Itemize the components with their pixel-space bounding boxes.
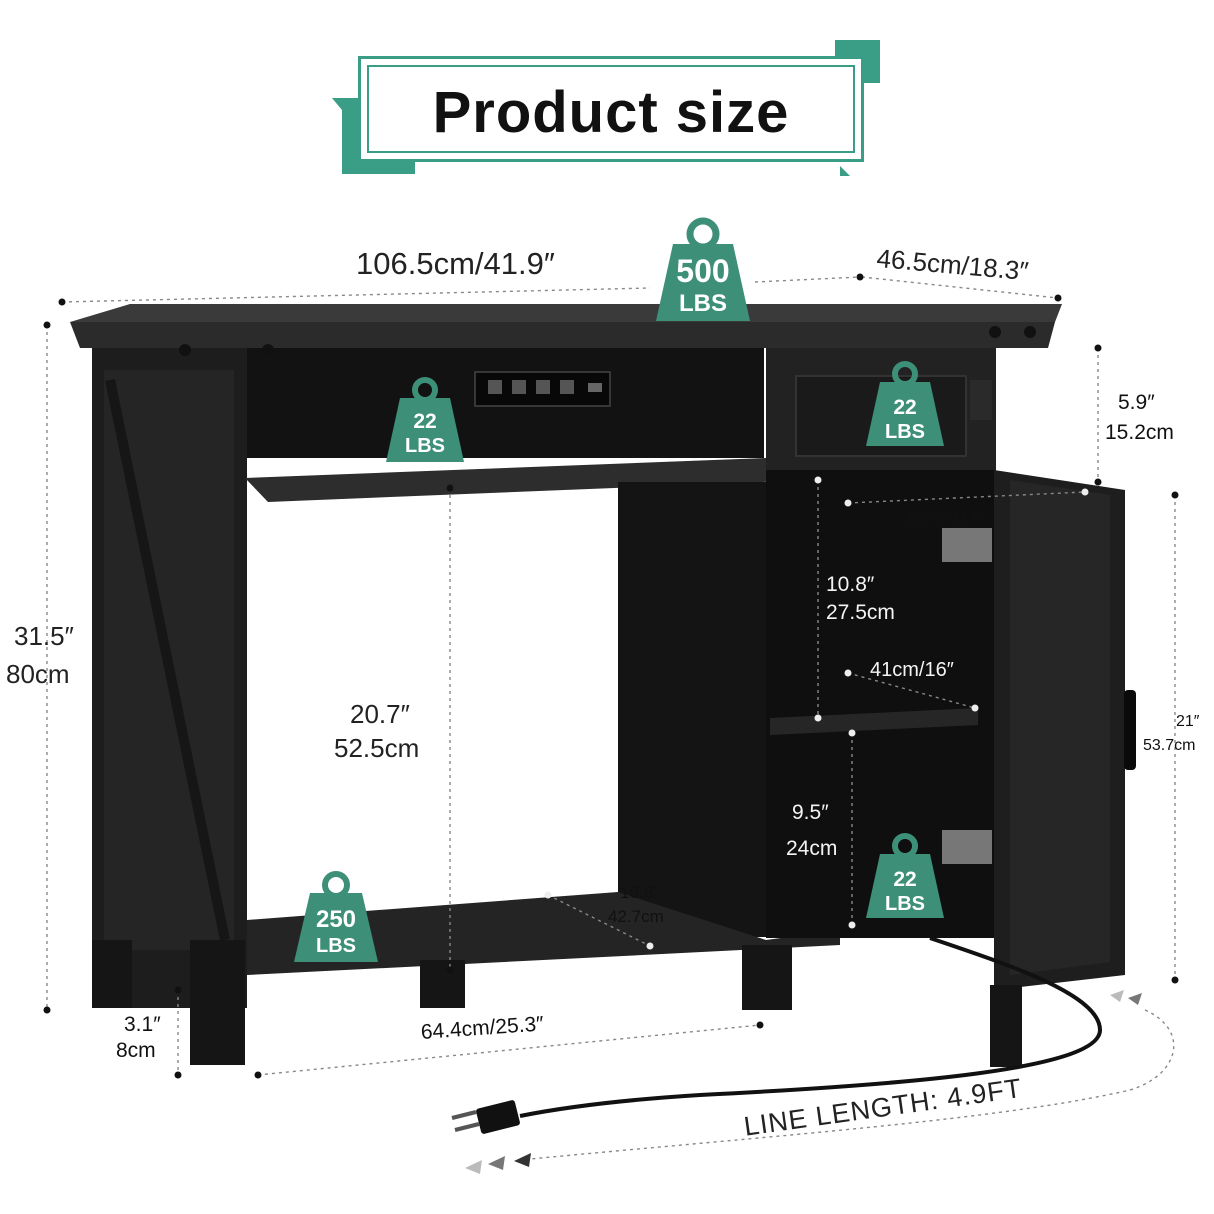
load-badge-shelf-unit: LBS [405, 435, 445, 457]
load-badge-drawer: 22 LBS [866, 361, 944, 446]
page-title: Product size [432, 80, 790, 145]
open-height-label-cm: 52.5cm [334, 733, 420, 763]
load-badge-shelf-value: 22 [413, 410, 436, 433]
width-label: 106.5cm/41.9″ [356, 246, 555, 281]
shelf-depth-label-in: 16.8″ [620, 883, 660, 902]
load-badge-drawer-unit: LBS [885, 421, 925, 443]
cabinet-depth-label: 41cm/16″ [870, 659, 954, 681]
bottom-shelf [247, 892, 840, 975]
door-height-label-cm: 53.7cm [1143, 737, 1196, 754]
load-badge-drawer-value: 22 [893, 396, 916, 419]
cabinet-shelf [770, 708, 978, 735]
load-badge-top: 500 LBS [656, 217, 750, 321]
load-badge-shelf: 22 LBS [386, 377, 464, 462]
load-badge-cabinet-unit: LBS [885, 893, 925, 915]
door-height-label-in: 21″ [1176, 713, 1200, 730]
load-badge-cabinet: 22 LBS [866, 833, 944, 918]
load-badge-bottom-unit: LBS [316, 935, 356, 957]
title-frame: Product size [358, 56, 864, 162]
leg-height-label-in: 3.1″ [124, 1013, 161, 1036]
lower-cabinet-label-cm: 24cm [786, 837, 838, 860]
open-height-label-in: 20.7″ [350, 699, 410, 729]
load-badge-bottom: 250 LBS [294, 871, 378, 962]
load-badge-top-value: 500 [676, 253, 729, 289]
leg-height-label-cm: 8cm [116, 1039, 156, 1062]
center-divider [618, 482, 766, 937]
drawer-height-label-in: 5.9″ [1118, 391, 1155, 414]
lower-cabinet-label-in: 9.5″ [792, 801, 829, 824]
cord-arrow-icons [465, 990, 1142, 1174]
plug-icon [451, 1100, 520, 1134]
door-handle [1124, 690, 1136, 770]
cabinet-width-label: 30cm/11.8″ [904, 509, 989, 528]
upper-cabinet-label-in: 10.8″ [826, 573, 875, 596]
height-label-cm: 80cm [6, 659, 70, 689]
load-badge-top-unit: LBS [679, 290, 727, 317]
load-badge-cabinet-value: 22 [893, 868, 916, 891]
upper-cabinet-label-cm: 27.5cm [826, 601, 895, 624]
height-label-in: 31.5″ [14, 621, 74, 651]
shelf-depth-label-cm: 42.7cm [608, 907, 664, 926]
tabletop [70, 322, 1055, 348]
load-badge-bottom-value: 250 [316, 906, 356, 933]
left-leg [190, 940, 245, 1065]
drawer-height-label-cm: 15.2cm [1105, 421, 1174, 444]
shelf-board [245, 456, 818, 502]
power-cord [519, 936, 1103, 1118]
